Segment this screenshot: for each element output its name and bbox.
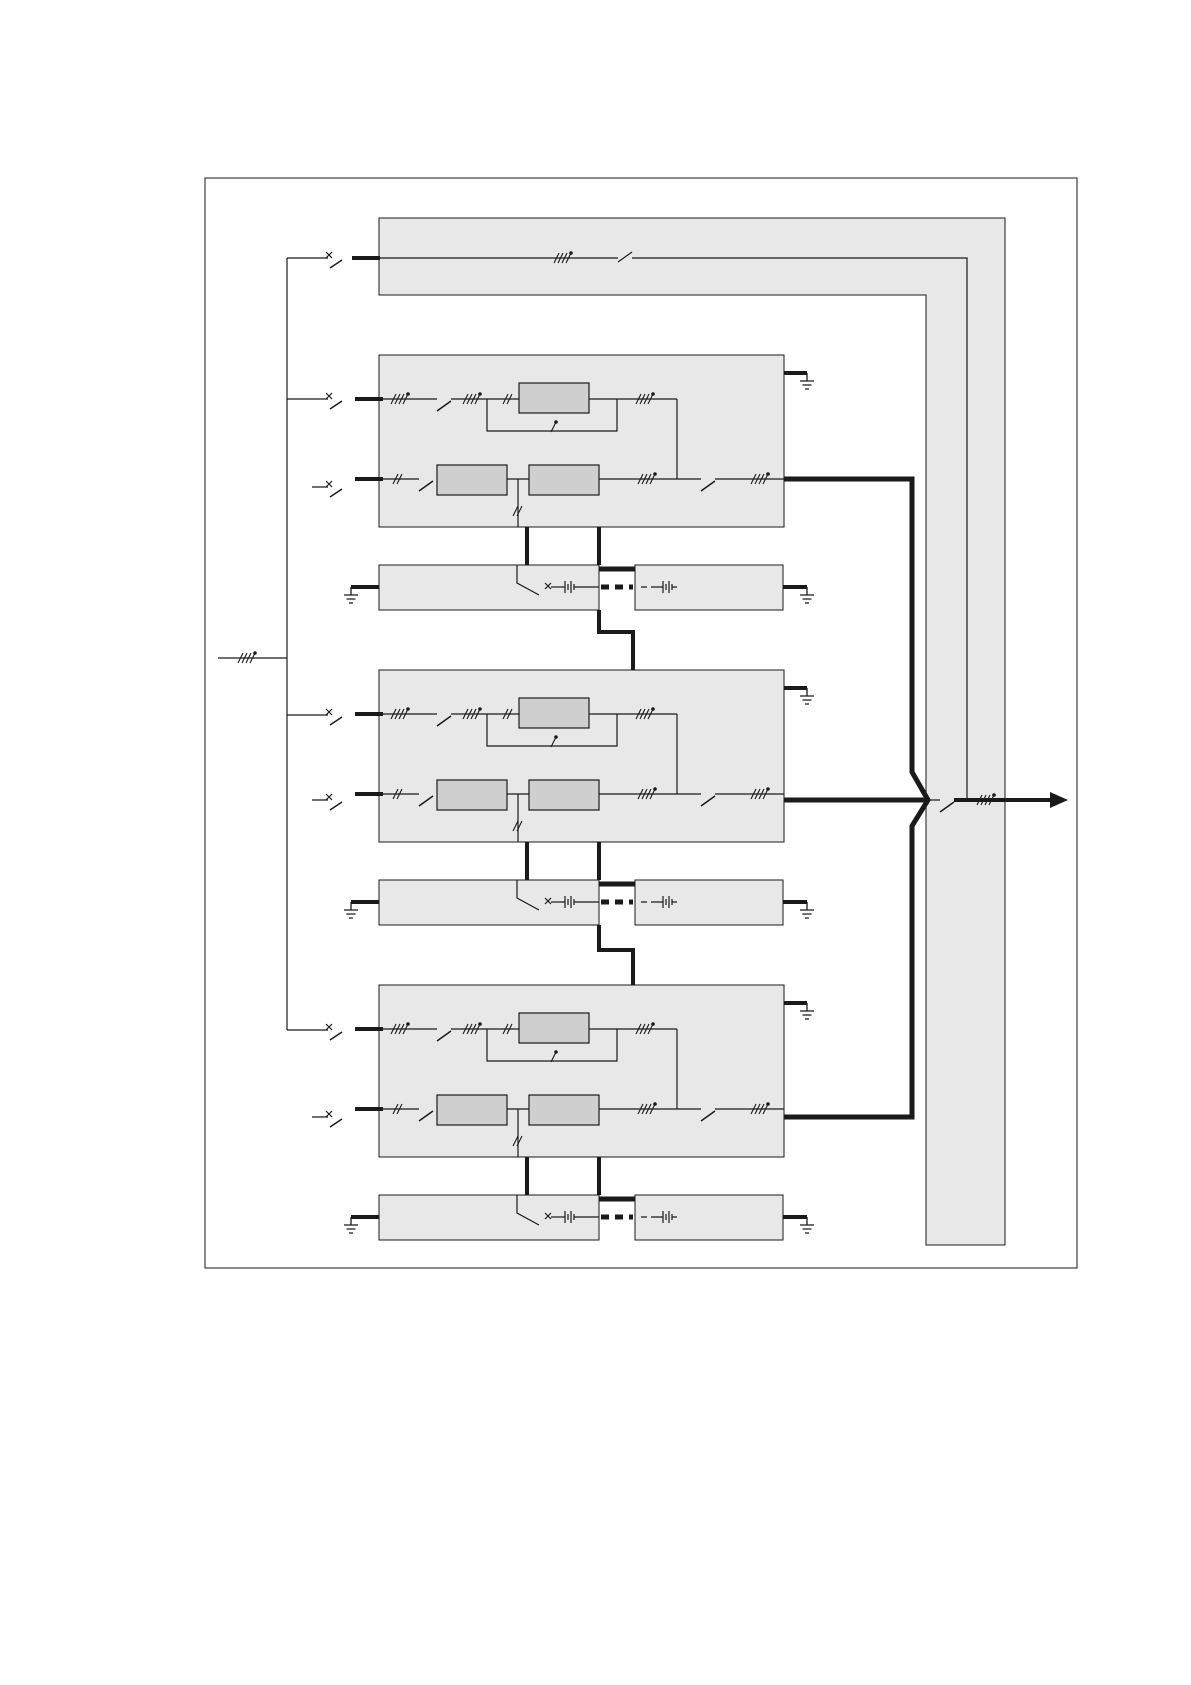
battery-cabinet-3 — [344, 1195, 814, 1240]
mains-input-bus — [218, 258, 328, 1030]
ups-module-2 — [355, 670, 814, 842]
output-collection-bus — [784, 479, 928, 1117]
ups-module-3 — [355, 985, 814, 1157]
battery-cabinet-1 — [344, 565, 814, 610]
output-arrow-icon — [1050, 792, 1068, 808]
battery-cabinet-2 — [344, 880, 814, 925]
ups-module-1 — [355, 355, 814, 527]
